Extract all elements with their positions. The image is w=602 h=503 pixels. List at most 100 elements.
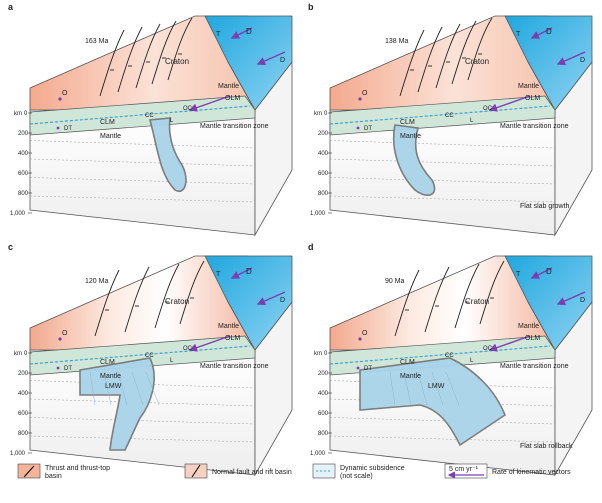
fault-line [394,269,420,337]
legend-normal-text: Normal fault and rift basin [212,469,292,476]
label-t: T [516,31,521,38]
depth-tick-label: 1,000 [310,451,326,457]
panel-letter: c [8,242,13,252]
kinematic-arrow [488,335,531,352]
point-marker [358,337,362,341]
legend-subsidence-text2: (not scale) [340,473,373,480]
subducting-slab [79,357,155,451]
depth-line [29,195,256,203]
label-d: D [546,27,552,36]
label-t: T [516,271,521,278]
label-o: O [362,90,368,97]
depth-line [329,140,556,149]
mantle-label-right: Mantle [518,323,539,330]
depth-line [329,435,556,443]
legend-subsidence-text: Dynamic subsidence [340,465,405,472]
depth-tick-label: 800 [318,191,329,197]
label-clm: CLM [100,119,115,126]
panel-age: 120 Ma [85,278,108,285]
depth-tick-label: 0 [24,351,28,357]
mantle-label: Mantle [100,133,121,140]
lmw-grid-line [103,371,112,406]
fault-line [99,29,125,97]
depth-line [329,195,556,203]
depth-line [29,417,256,425]
kinematic-arrow [530,267,553,279]
depth-tick-label: 200 [18,371,29,377]
kinematic-arrow [256,51,286,65]
kinematic-arrow [556,291,586,305]
kinematic-arrow [230,27,253,39]
kinematic-arrow [488,95,531,112]
panel-age: 138 Ma [385,38,408,45]
depth-tick-label: 600 [318,411,329,417]
craton-label: Craton [165,57,189,66]
label-d-small: D [580,57,585,64]
panel-age: 90 Ma [385,278,405,285]
point-marker [356,366,360,370]
ocean-surface [504,15,593,111]
fault-line [435,23,461,89]
depth-line [29,140,256,149]
depth-line [329,417,556,425]
depth-tick-label: 400 [318,151,329,157]
depth-tick-label: 200 [318,371,329,377]
label-dt: DT [364,366,372,372]
panel-caption: Flat slab rollback [520,443,573,450]
point-marker [356,126,360,130]
label-d-small: D [280,57,285,64]
craton-label: Craton [165,297,189,306]
fault-line [451,20,477,85]
kinematic-arrow [230,267,253,279]
label-oc: OC [183,346,193,352]
label-olm: OLM [525,335,540,342]
lithosphere-band [329,95,556,136]
depth-line [29,435,256,443]
label-l: L [470,358,474,364]
mantle-label-right: Mantle [218,323,239,330]
label-d-small: D [280,297,285,304]
lmw-grid-line [131,371,144,406]
label-oc: OC [483,106,493,112]
fault-line [124,266,150,333]
legend-normal-line [191,464,201,478]
fault-line [417,26,443,93]
panel-letter: b [308,2,314,12]
label-d: D [546,267,552,276]
fault-line [454,263,480,329]
lmw-grid-line [403,371,412,406]
fault-line [167,17,193,81]
slab-top-line [329,105,551,125]
mtz-label: Mantle transition zone [500,363,569,370]
legend-rate-box-text: 5 cm yr⁻¹ [449,466,479,473]
legend-thrust-text2: basin [45,473,62,480]
label-o: O [362,330,368,337]
depth-tick-label: 1,000 [10,451,26,457]
depth-line [29,158,256,167]
panel-caption: Flat slab growth [520,203,570,210]
lmw-label: LMW [428,383,445,390]
depth-tick-label: 0 [324,111,328,117]
depth-tick-label: 600 [318,171,329,177]
label-olm: OLM [225,335,240,342]
label-t: T [216,271,221,278]
legend-thrust-text: Thrust and thrust-top [45,465,110,472]
mtz-label: Mantle transition zone [200,363,269,370]
lmw-label: LMW [105,383,122,390]
lmw-grid-line [389,371,396,406]
label-l: L [470,118,474,124]
label-d: D [246,27,252,36]
lmw-grid-line [145,371,160,406]
subducting-slab [392,124,436,196]
panel-letter: a [8,2,14,12]
mantle-label-right: Mantle [218,83,239,90]
depth-tick-label: 0 [324,351,328,357]
ocean-surface [204,15,293,111]
mtz-label: Mantle transition zone [500,123,569,130]
label-clm: CLM [400,359,415,366]
